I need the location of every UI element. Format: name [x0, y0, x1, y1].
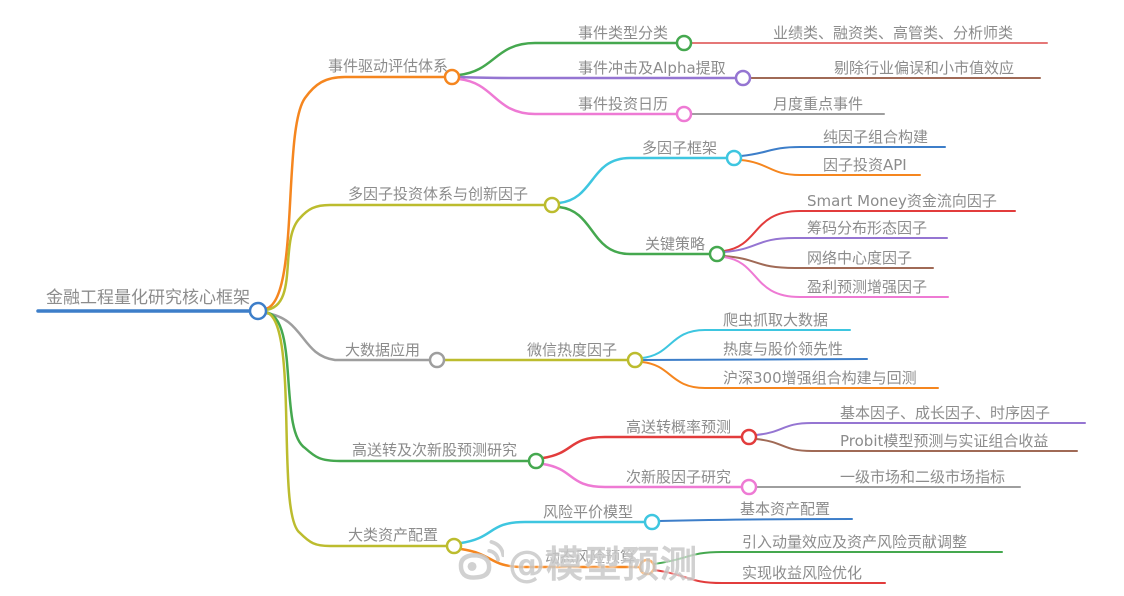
event-type-categories-leaf-label[interactable]: 业绩类、融资类、高管类、分析师类: [773, 24, 1014, 42]
asset-allocation-branch-label[interactable]: 大类资产配置: [348, 526, 439, 544]
edge-momentum-adjust: [653, 551, 1003, 565]
root-label[interactable]: 金融工程量化研究核心框架: [46, 288, 250, 308]
edge-risk-parity: [459, 520, 647, 545]
edge-factor-api: [740, 159, 921, 176]
event-calendar-node-label[interactable]: 事件投资日历: [578, 95, 669, 113]
momentum-adjust-leaf-label[interactable]: 引入动量效应及资产风险贡献调整: [742, 533, 968, 551]
network-centrality-leaf-label[interactable]: 网络中心度因子: [807, 249, 913, 267]
edge-key-strategies: [557, 205, 712, 256]
crawler-leaf-label[interactable]: 爬虫抓取大数据: [723, 311, 829, 329]
edge-multifactor-framework: [557, 156, 729, 205]
dynamic-risk-node-label[interactable]: 动态风险预算: [545, 548, 636, 566]
earnings-forecast-leaf-label[interactable]: 盈利预测增强因子: [807, 278, 928, 296]
edge-probit: [755, 438, 1078, 452]
edge-smart-money: [723, 210, 1016, 252]
multifactor-framework-node-label[interactable]: 多因子框架: [642, 139, 718, 157]
edge-newstock: [541, 462, 744, 489]
edge-pure-factor: [740, 146, 946, 157]
chip-distribution-leaf-label[interactable]: 筹码分布形态因子: [807, 219, 928, 237]
probit-leaf-label[interactable]: Probit模型预测与实证组合收益: [840, 432, 1049, 450]
edge-hs300: [641, 361, 939, 389]
factor-api-leaf-label[interactable]: 因子投资API: [823, 156, 907, 174]
dot-highsend[interactable]: [527, 452, 545, 470]
dot-event-type[interactable]: [675, 34, 693, 52]
basic-allocation-leaf-label[interactable]: 基本资产配置: [740, 500, 831, 518]
edge-earnings-forecast: [723, 256, 949, 298]
dot-asset-allocation[interactable]: [445, 537, 463, 555]
edge-root-multifactor: [263, 203, 547, 312]
event-alpha-node-label[interactable]: 事件冲击及Alpha提取: [578, 59, 726, 77]
edge-network-centrality: [723, 255, 934, 269]
heat-leadtime-leaf-label[interactable]: 热度与股价领先性: [723, 340, 844, 358]
edge-crawler: [641, 329, 851, 359]
risk-parity-node-label[interactable]: 风险平价模型: [543, 503, 634, 521]
edge-root-bigdata: [263, 311, 432, 362]
dot-key-strategies[interactable]: [708, 245, 726, 263]
dot-multifactor[interactable]: [543, 196, 561, 214]
edge-return-risk: [653, 569, 886, 584]
smart-money-leaf-label[interactable]: Smart Money资金流向因子: [807, 192, 997, 210]
edge-root-highsend: [263, 310, 531, 463]
dot-newstock[interactable]: [740, 478, 758, 496]
edge-basic-growth-time: [755, 422, 1086, 436]
dot-wechat-heat[interactable]: [626, 351, 644, 369]
multifactor-branch-label[interactable]: 多因子投资体系与创新因子: [348, 185, 529, 203]
dot-multifactor-framework[interactable]: [725, 149, 743, 167]
pure-factor-leaf-label[interactable]: 纯因子组合构建: [823, 128, 929, 146]
highsend-probability-node-label[interactable]: 高送转概率预测: [626, 418, 732, 436]
dot-root[interactable]: [248, 301, 268, 321]
bigdata-branch-label[interactable]: 大数据应用: [345, 341, 421, 359]
dot-event-alpha[interactable]: [734, 69, 752, 87]
market-indicators-leaf-label[interactable]: 一级市场和二级市场指标: [840, 468, 1006, 486]
edge-root-event-driven: [263, 75, 447, 311]
edge-basic-allocation: [658, 518, 853, 522]
edge-event-type: [457, 41, 679, 77]
event-driven-branch-label[interactable]: 事件驱动评估体系: [328, 57, 449, 75]
newstock-node-label[interactable]: 次新股因子研究: [626, 468, 732, 486]
dot-highsend-probability[interactable]: [740, 428, 758, 446]
highsend-branch-label[interactable]: 高送转及次新股预测研究: [352, 441, 518, 459]
edge-root-asset-allocation: [263, 310, 449, 548]
dot-risk-parity[interactable]: [643, 513, 661, 531]
event-type-node-label[interactable]: 事件类型分类: [578, 24, 669, 42]
key-strategies-node-label[interactable]: 关键策略: [645, 235, 706, 253]
return-risk-leaf-label[interactable]: 实现收益风险优化: [742, 564, 863, 582]
edge-heat-leadtime: [641, 358, 868, 361]
edge-event-calendar: [457, 77, 679, 116]
wechat-heat-node-label[interactable]: 微信热度因子: [527, 341, 618, 359]
dot-event-driven[interactable]: [443, 68, 461, 86]
dot-event-calendar[interactable]: [675, 105, 693, 123]
basic-growth-time-leaf-label[interactable]: 基本因子、成长因子、时序因子: [840, 404, 1051, 422]
edge-event-alpha: [457, 75, 738, 80]
monthly-events-leaf-label[interactable]: 月度重点事件: [773, 95, 864, 113]
dot-bigdata[interactable]: [428, 351, 446, 369]
alpha-bias-leaf-label[interactable]: 剔除行业偏误和小市值效应: [834, 59, 1015, 77]
edge-highsend-probability: [541, 435, 744, 460]
edge-chip-distribution: [723, 237, 948, 253]
dot-dynamic-risk[interactable]: [638, 558, 656, 576]
hs300-leaf-label[interactable]: 沪深300增强组合构建与回测: [723, 369, 917, 387]
